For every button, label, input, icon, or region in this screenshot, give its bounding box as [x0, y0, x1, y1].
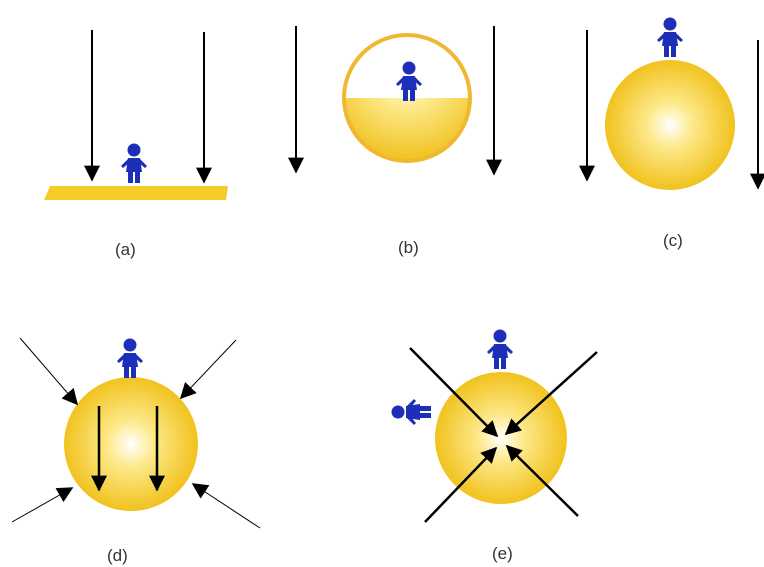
panel-label-c: (c): [663, 231, 683, 250]
panel-label-a: (a): [115, 240, 136, 259]
person-icon: [117, 338, 143, 378]
shell-fill: [344, 98, 470, 161]
flat-ground: [44, 186, 228, 200]
person-icon: [396, 61, 422, 101]
panel-d: [11, 337, 261, 529]
center-arrow: [424, 446, 498, 523]
sphere: [605, 60, 735, 190]
converging-arrow: [11, 487, 74, 523]
center-arrow: [409, 347, 499, 438]
person-icon: [391, 399, 431, 425]
panel-label-b: (b): [398, 238, 419, 257]
person-icon: [487, 329, 513, 369]
center-arrow: [505, 444, 579, 517]
panel-b: [288, 26, 502, 176]
center-arrow: [504, 351, 598, 436]
panel-label-e: (e): [492, 544, 513, 563]
hollow-shell: [342, 33, 472, 163]
panel-c: [579, 17, 764, 190]
person-icon: [121, 143, 147, 183]
converging-arrow: [191, 483, 261, 529]
panel-label-d: (d): [107, 546, 128, 565]
person-icon: [657, 17, 683, 57]
panel-a: [44, 30, 228, 200]
converging-arrow: [19, 337, 79, 406]
panel-e: [391, 329, 598, 523]
converging-arrow: [179, 339, 237, 400]
sphere: [64, 377, 198, 511]
